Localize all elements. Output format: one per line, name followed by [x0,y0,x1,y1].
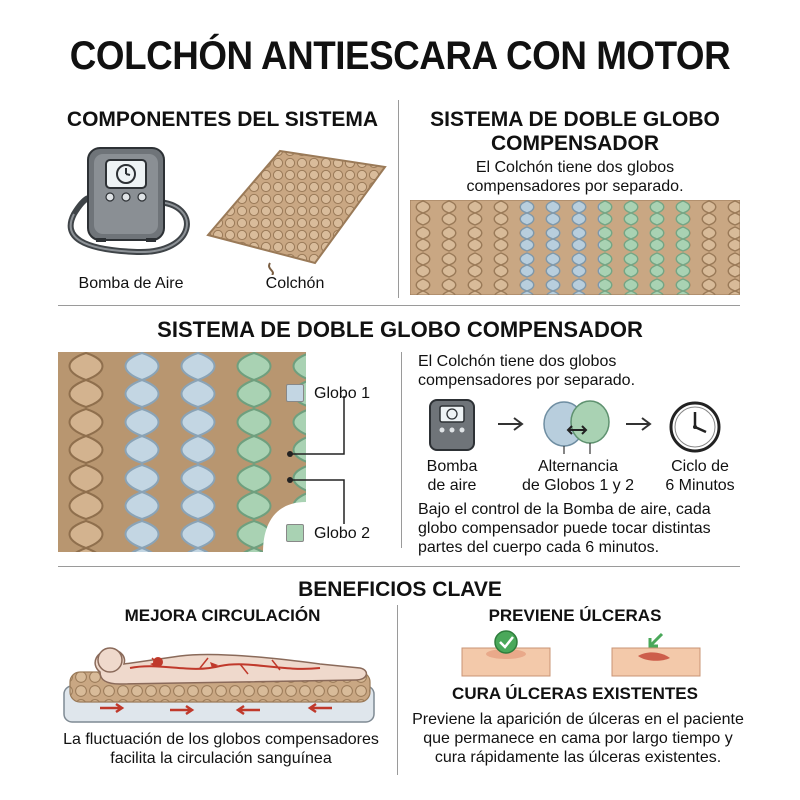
double-balloon-heading-mid: SISTEMA DE DOBLE GLOBO COMPENSADOR [157,317,643,342]
arrow-right-icon [498,417,524,431]
healthy-skin-icon [461,630,551,677]
double-balloon-body: Bajo el control de la Bomba de aire, cad… [418,500,748,557]
pump-label: Bomba de Aire [78,275,184,292]
balloon-grid [58,352,306,552]
mattress-icon [206,149,387,275]
components-heading: COMPONENTES DEL SISTEMA [66,108,379,131]
double-balloon-heading-line1: SISTEMA DE DOBLE GLOBO [430,108,720,131]
desc-line2: compensadores por separado. [466,178,684,195]
divider-h2 [58,566,740,567]
pump-small-icon [429,399,475,451]
cures-line2: que permanece en cama por largo tiempo y [423,730,733,747]
double-balloon-desc-mid: El Colchón tiene dos globos compensadore… [418,352,738,390]
air-pump-icon [67,147,190,256]
circ-line2: facilita la circulación sanguínea [110,750,332,767]
body-line1: Bajo el control de la Bomba de aire, cad… [418,501,711,518]
step-cycle: Ciclo de 6 Minutos [650,457,750,495]
desc-mid-line2: compensadores por separado. [418,372,636,389]
globo2-label: Globo 2 [314,525,371,542]
clock-icon [669,401,721,453]
cures-line3: cura rápidamente las úlceras existentes. [434,749,722,766]
step3-line2: 6 Minutos [665,477,735,494]
circulation-heading: MEJORA CIRCULACIÓN [124,606,321,625]
patient-mattress-illustration [63,647,375,723]
double-balloon-heading-top: SISTEMA DE DOBLE GLOBO COMPENSADOR [410,108,740,156]
cures-line1: Previene la aparición de úlceras en el p… [412,711,744,728]
divider-h1 [58,305,740,306]
body-line2: globo compensador puede tocar distintas [418,520,711,537]
mattress-label: Colchón [265,275,325,292]
cures-desc: Previene la aparición de úlceras en el p… [408,710,748,767]
body-line3: partes del cuerpo cada 6 minutos. [418,539,660,556]
legend-connectors [290,396,345,524]
step-pump: Bomba de aire [412,457,492,495]
desc-mid-line1: El Colchón tiene dos globos [418,353,617,370]
page-title: COLCHÓN ANTIESCARA CON MOTOR [69,34,731,78]
arrow-right-icon [626,417,652,431]
step2-line1: Alternancia [537,458,619,475]
globo2-swatch [286,524,304,542]
ulcer-skin-icon [611,632,701,677]
divider-top [398,100,399,298]
globo1-swatch [286,384,304,402]
double-balloon-desc-top: El Colchón tiene dos globos compensadore… [410,158,740,196]
balloon-cells-strip [410,200,740,295]
step-alternation: Alternancia de Globos 1 y 2 [510,457,646,495]
step3-line1: Ciclo de [671,458,729,475]
balloons-icon [543,400,610,454]
double-balloon-heading-line2: COMPENSADOR [490,132,659,155]
step1-line1: Bomba [426,458,478,475]
prevents-heading: PREVIENE ÚLCERAS [488,606,662,625]
divider-mid [401,352,402,548]
globo1-label: Globo 1 [314,385,371,402]
circulation-desc: La fluctuación de los globos compensador… [56,730,386,768]
step1-line2: de aire [427,477,477,494]
step2-line2: de Globos 1 y 2 [521,477,635,494]
divider-bottom [397,605,398,775]
desc-line1: El Colchón tiene dos globos [475,159,675,176]
benefits-heading: BENEFICIOS CLAVE [298,578,502,601]
circ-line1: La fluctuación de los globos compensador… [63,731,379,748]
cures-heading: CURA ÚLCERAS EXISTENTES [452,684,698,703]
